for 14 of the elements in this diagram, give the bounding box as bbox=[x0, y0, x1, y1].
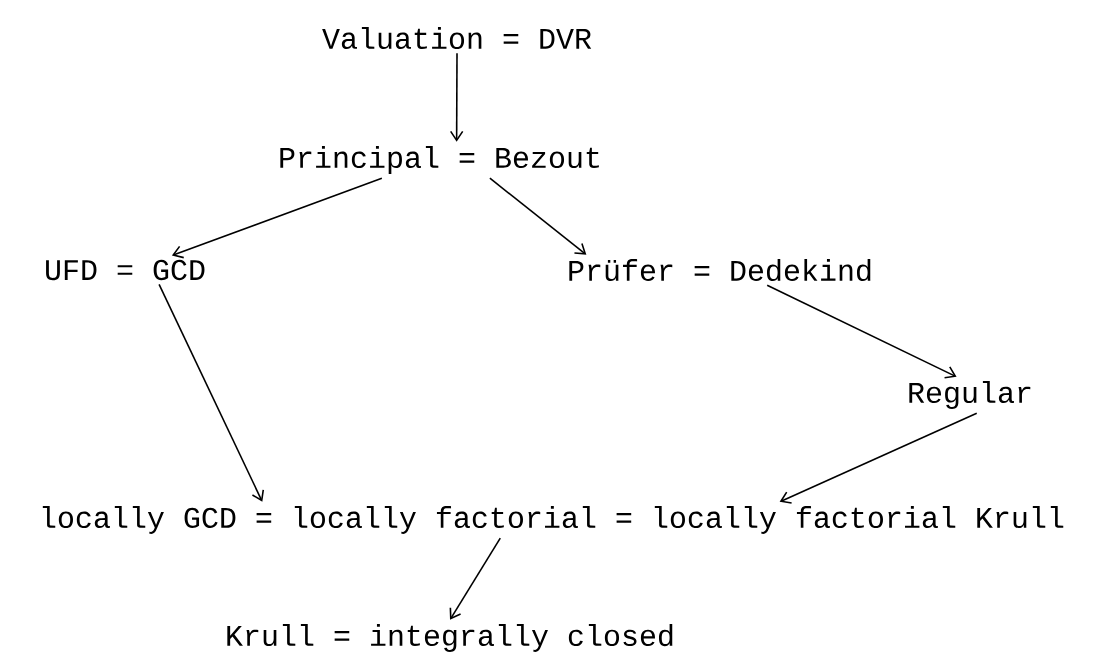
arrow bbox=[449, 537, 502, 620]
arrow bbox=[158, 283, 265, 502]
arrow bbox=[171, 177, 383, 259]
arrow bbox=[449, 52, 464, 142]
node-label: Krull = integrally closed bbox=[227, 624, 673, 652]
node-label: Prüfer = Dedekind bbox=[569, 258, 871, 282]
node-label: locally GCD = locally factorial = locally factorial Krull bbox=[42, 506, 1064, 534]
node-label: Regular bbox=[909, 381, 1031, 409]
node-label: Valuation = DVR bbox=[322, 27, 592, 49]
node-label: UFD = GCD bbox=[46, 259, 205, 281]
arrow bbox=[766, 284, 957, 379]
arrow bbox=[489, 177, 587, 255]
node-label: Principal = Bezout bbox=[280, 146, 599, 174]
arrow bbox=[779, 412, 978, 504]
